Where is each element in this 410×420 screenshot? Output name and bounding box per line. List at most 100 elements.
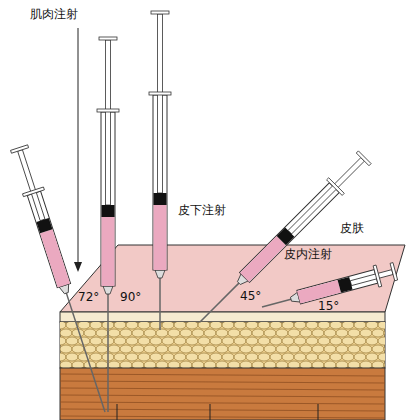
syringe (149, 11, 171, 330)
fat-cell (378, 322, 385, 329)
fat-cell (264, 361, 276, 368)
fat-cell (294, 337, 306, 345)
fat-cell (300, 329, 312, 337)
bottom-leaders (117, 404, 318, 420)
fat-cell (264, 329, 276, 337)
fat-cell (378, 353, 385, 361)
syringe (192, 149, 372, 329)
fat-cell (162, 337, 174, 345)
fat-cell (168, 329, 180, 337)
fat-cell (294, 353, 306, 361)
fat-cell (240, 345, 252, 353)
fat-cell (384, 361, 385, 368)
fat-cell (270, 322, 282, 329)
fat-cell (192, 345, 204, 353)
fat-cell (126, 353, 138, 361)
fat-cell (270, 353, 282, 361)
angle-label: 72° (78, 291, 99, 303)
injection-label: 皮下注射 (178, 204, 226, 216)
fat-cell (354, 353, 366, 361)
fat-cell (372, 361, 384, 368)
fat-cell (264, 345, 276, 353)
fat-cell (126, 337, 138, 345)
fat-cell (324, 345, 336, 353)
fat-cell (312, 361, 324, 368)
fat-cell (324, 329, 336, 337)
fat-cell (198, 322, 210, 329)
angle-label: 45° (240, 290, 261, 302)
fat-cell (114, 322, 126, 329)
syringe (9, 144, 116, 415)
fat-cell (330, 353, 342, 361)
syringes (9, 11, 399, 415)
fat-cell (144, 345, 156, 353)
fat-cell (330, 322, 342, 329)
fat-cell (342, 337, 354, 345)
fat-cell (348, 361, 360, 368)
fat-cell (204, 361, 216, 368)
fat-cell (360, 329, 372, 337)
fat-cell (78, 337, 90, 345)
fat-cell (330, 337, 342, 345)
fat-cell (306, 337, 318, 345)
fat-cell (60, 345, 72, 353)
fat-cell (144, 361, 156, 368)
fat-cell (318, 353, 330, 361)
fat-cell (252, 329, 264, 337)
fat-cell (318, 337, 330, 345)
syringe (97, 37, 119, 412)
fat-cell (324, 361, 336, 368)
fat-cell (132, 329, 144, 337)
fat-cell (138, 337, 150, 345)
fat-cell (156, 361, 168, 368)
fat-cell (216, 329, 228, 337)
fat-cell (288, 329, 300, 337)
fat-cell (90, 353, 102, 361)
fat-cell (108, 345, 120, 353)
fat-cell (216, 361, 228, 368)
fat-cell (348, 329, 360, 337)
muscle-arrow (74, 28, 82, 272)
fat-cell (366, 353, 378, 361)
fat-cell (192, 329, 204, 337)
fat-cell (120, 329, 132, 337)
fat-cell (336, 345, 348, 353)
fat-cell (312, 329, 324, 337)
fat-cell (342, 322, 354, 329)
fat-cell (114, 337, 126, 345)
fat-cell (276, 329, 288, 337)
fat-cell (270, 337, 282, 345)
fat-cell (336, 361, 348, 368)
fat-cell (384, 329, 385, 337)
angle-label: 90° (120, 291, 141, 303)
fat-cell (96, 345, 108, 353)
fat-cell (282, 353, 294, 361)
fat-cell (78, 322, 90, 329)
fat-cell (222, 353, 234, 361)
fat-cell (186, 322, 198, 329)
fat-cell (192, 361, 204, 368)
fat-cell (288, 345, 300, 353)
fat-cell (180, 345, 192, 353)
fat-cell (228, 361, 240, 368)
fat-cell (276, 345, 288, 353)
fat-cell (60, 329, 72, 337)
fat-cell (174, 353, 186, 361)
fat-cell (144, 329, 156, 337)
fat-cell (96, 361, 108, 368)
fat-cell (174, 337, 186, 345)
fat-cell (234, 337, 246, 345)
fat-cell (72, 345, 84, 353)
fat-cell (210, 337, 222, 345)
fat-cell (372, 329, 384, 337)
fat-cell (294, 322, 306, 329)
fat-cell (240, 361, 252, 368)
fat-cell (306, 322, 318, 329)
fat-cell (378, 337, 385, 345)
fat-cell (90, 322, 102, 329)
fat-cell (186, 353, 198, 361)
fat-cell (306, 353, 318, 361)
fat-cell (114, 353, 126, 361)
fat-cell (162, 353, 174, 361)
fat-cell (258, 322, 270, 329)
